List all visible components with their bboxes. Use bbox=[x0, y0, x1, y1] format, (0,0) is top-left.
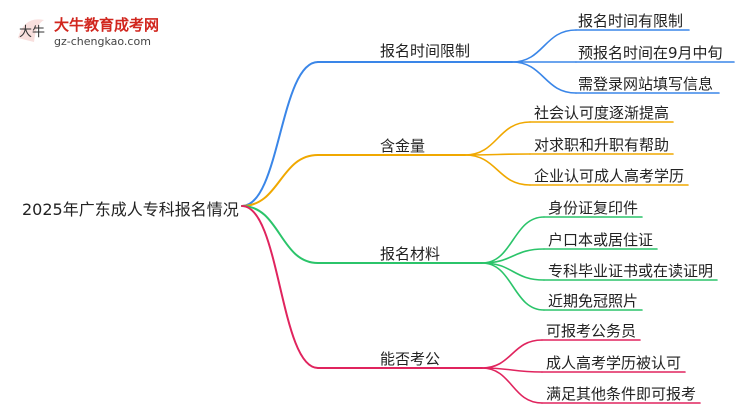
connector-branch-1-leaf-2 bbox=[464, 154, 531, 186]
connector-branch-0-leaf-2 bbox=[511, 61, 577, 94]
connector-branch-2-leaf-1 bbox=[481, 248, 545, 264]
leaf-value-1: 社会认可度逐渐提高 bbox=[534, 104, 670, 122]
connector-root-to-branch-2 bbox=[241, 205, 319, 264]
connector-branch-2-leaf-3 bbox=[481, 262, 545, 311]
leaf-value-3: 企业认可成人高考学历 bbox=[534, 167, 685, 185]
branch-value: 含金量 bbox=[380, 137, 426, 155]
connector-branch-2-leaf-2 bbox=[481, 262, 545, 281]
connector-root-to-branch-0 bbox=[241, 61, 319, 207]
svg-text:大牛: 大牛 bbox=[19, 25, 45, 40]
leaf-materials-4: 近期免冠照片 bbox=[548, 292, 639, 310]
branch-materials: 报名材料 bbox=[380, 245, 441, 263]
logo-name: 大牛教育成考网 bbox=[54, 16, 160, 34]
connector-branch-0-leaf-0 bbox=[511, 29, 577, 63]
connector-branch-1-leaf-0 bbox=[464, 121, 531, 156]
branch-registration-time: 报名时间限制 bbox=[380, 42, 471, 60]
connector-root-to-branch-1 bbox=[241, 154, 319, 207]
leaf-materials-3: 专科毕业证书或在读证明 bbox=[548, 262, 714, 280]
leaf-registration-time-2: 预报名时间在9月中旬 bbox=[578, 44, 723, 62]
mindmap-root: 2025年广东成人专科报名情况 bbox=[22, 200, 239, 219]
leaf-materials-2: 户口本或居住证 bbox=[548, 231, 654, 249]
connector-branch-3-leaf-2 bbox=[481, 367, 543, 404]
logo-site: gz-chengkao.com bbox=[54, 35, 151, 48]
connector-branch-3-leaf-0 bbox=[481, 339, 543, 369]
leaf-value-2: 对求职和升职有帮助 bbox=[534, 136, 670, 154]
leaf-civil-service-3: 满足其他条件即可报考 bbox=[546, 385, 697, 403]
leaf-civil-service-1: 可报考公务员 bbox=[546, 322, 637, 340]
logo-mark: 大牛 bbox=[18, 19, 45, 42]
leaf-registration-time-1: 报名时间有限制 bbox=[578, 12, 684, 30]
connector-root-to-branch-3 bbox=[241, 205, 319, 369]
leaf-materials-1: 身份证复印件 bbox=[548, 199, 639, 217]
leaf-registration-time-3: 需登录网站填写信息 bbox=[578, 75, 714, 93]
site-logo[interactable]: 大牛 大牛教育成考网 gz-chengkao.com bbox=[14, 12, 164, 52]
leaf-civil-service-2: 成人高考学历被认可 bbox=[546, 354, 682, 372]
connector-branch-2-leaf-0 bbox=[481, 216, 545, 264]
branch-civil-service: 能否考公 bbox=[380, 350, 441, 368]
